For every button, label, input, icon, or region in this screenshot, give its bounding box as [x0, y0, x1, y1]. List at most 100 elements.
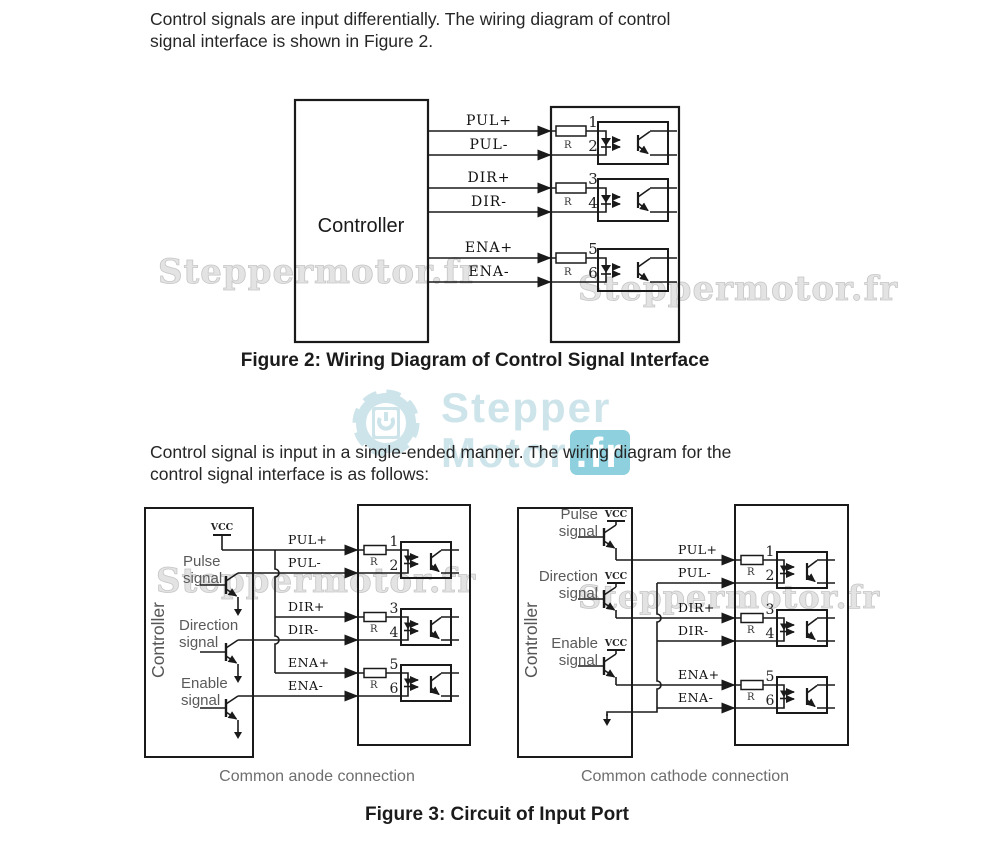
vcc-label: VCC — [604, 571, 628, 582]
pin-number: 1 — [390, 534, 399, 550]
logo-motor-word: Motor — [441, 429, 568, 476]
enable-input: Enable signal — [181, 675, 243, 740]
watermark-text: Steppermotor.fr — [578, 578, 880, 616]
vcc-bus — [274, 550, 280, 673]
signal-label: PUL- — [470, 137, 509, 153]
common-anode-caption: Common anode connection — [219, 768, 415, 785]
controller-label: Controller — [521, 602, 541, 678]
watermark-text: Steppermotor.fr — [578, 269, 898, 309]
direction-input: Direction signal VCC — [539, 568, 628, 618]
input-label: Enable — [551, 635, 598, 652]
pin-number: 3 — [390, 601, 399, 617]
opto-channel: R 1 2 — [551, 113, 677, 164]
resistor — [555, 252, 587, 264]
signal-lines — [222, 544, 359, 702]
pulse-input: Pulse signal — [183, 553, 243, 617]
figure3-caption: Figure 3: Circuit of Input Port — [365, 804, 629, 825]
input-label: Pulse — [183, 553, 221, 570]
intro-paragraph-differential: Control signals are input differentially… — [150, 8, 830, 52]
ground-arrow — [233, 726, 243, 740]
signal-labels: PUL+ PUL- DIR+ DIR- ENA+ ENA- — [288, 532, 330, 693]
input-label: signal — [183, 570, 222, 587]
signal-label: DIR- — [471, 194, 507, 210]
resistor — [363, 611, 387, 623]
optocoupler — [401, 665, 459, 701]
resistor-label: R — [564, 267, 572, 278]
pin-number: 5 — [766, 669, 775, 685]
opto-channel: R 5 6 — [358, 657, 459, 701]
logo-fr-badge: .fr — [569, 430, 630, 475]
input-label: signal — [559, 652, 598, 669]
resistor-label: R — [370, 557, 378, 568]
vcc-label: VCC — [604, 509, 628, 520]
signal-label: ENA- — [288, 678, 323, 693]
figure3-common-cathode-diagram: Controller Pulse signal VCC Direction si… — [517, 504, 849, 758]
pulse-input: Pulse signal VCC — [559, 506, 628, 560]
pin-number: 4 — [390, 625, 399, 641]
optocoupler — [598, 122, 677, 164]
ground-arrow — [233, 603, 243, 617]
signal-label: PUL+ — [678, 542, 718, 557]
signal-label: DIR- — [678, 623, 709, 638]
figure2-diagram: Controller PUL+ PUL- DIR+ DIR- ENA+ ENA- — [293, 98, 681, 344]
pin-number: 6 — [766, 693, 775, 709]
gear-ring — [356, 393, 416, 453]
pin-number: 1 — [766, 544, 775, 560]
controller-box — [144, 507, 254, 758]
input-label: signal — [181, 692, 220, 709]
opto-channel: R 1 2 — [358, 534, 459, 578]
signal-label: ENA- — [468, 264, 509, 280]
paragraph-line: Control signals are input differentially… — [150, 9, 671, 29]
signal-labels: PUL+ PUL- DIR+ DIR- ENA+ ENA- — [465, 113, 513, 280]
signal-lines — [428, 125, 552, 288]
pin-number: 6 — [390, 681, 399, 697]
controller-label: Controller — [148, 602, 168, 678]
opto-channel: R 5 6 — [551, 240, 677, 291]
watermark-text: Steppermotor.fr — [156, 561, 476, 601]
signal-label: PUL- — [288, 555, 321, 570]
pin-number: 6 — [588, 264, 598, 282]
signal-label: ENA+ — [465, 240, 513, 256]
opto-channel: R 3 4 — [358, 601, 459, 645]
pin-number: 3 — [766, 602, 775, 618]
opto-channel: R 1 2 — [735, 544, 835, 588]
direction-input: Direction signal — [179, 617, 243, 684]
paragraph-line: Control signal is input in a single-ende… — [150, 442, 732, 462]
pin-number: 4 — [588, 194, 598, 212]
signal-label: PUL+ — [466, 113, 512, 129]
optocoupler — [401, 609, 459, 645]
input-label: Pulse — [560, 506, 598, 523]
input-label: Direction — [179, 617, 238, 634]
signal-label: DIR+ — [467, 170, 510, 186]
resistor-label: R — [370, 680, 378, 691]
resistor-label: R — [747, 567, 755, 578]
gear-motor-icon — [352, 389, 420, 457]
signal-label: PUL+ — [288, 532, 328, 547]
ground-arrow — [233, 670, 243, 684]
signal-lines — [602, 554, 736, 727]
paragraph-line: control signal interface is as follows: — [150, 464, 430, 484]
paragraph-line: signal interface is shown in Figure 2. — [150, 31, 434, 51]
logo-text: Stepper Motor.fr — [441, 385, 630, 475]
pin-number: 2 — [588, 137, 598, 155]
controller-label: Controller — [318, 215, 405, 237]
resistor — [363, 667, 387, 679]
resistor-label: R — [370, 624, 378, 635]
resistor — [363, 544, 387, 556]
opto-channel: R 5 6 — [735, 669, 835, 713]
signal-label: ENA+ — [288, 655, 330, 670]
watermarks: Steppermotor.fr Steppermotor.fr Stepperm… — [156, 252, 898, 617]
resistor-label: R — [747, 625, 755, 636]
motor-shaft — [384, 412, 388, 421]
controller-box — [293, 98, 430, 344]
resistor — [555, 125, 587, 137]
input-label: Direction — [539, 568, 598, 585]
steppermotor-logo-watermark: Stepper Motor.fr — [341, 385, 630, 475]
ground-arrow — [602, 713, 612, 727]
figure3-common-anode-diagram: Controller VCC PUL+ PUL- DIR+ DIR- — [144, 504, 471, 758]
resistor — [740, 554, 764, 566]
pin-number: 3 — [588, 170, 598, 188]
signal-label: DIR- — [288, 622, 319, 637]
